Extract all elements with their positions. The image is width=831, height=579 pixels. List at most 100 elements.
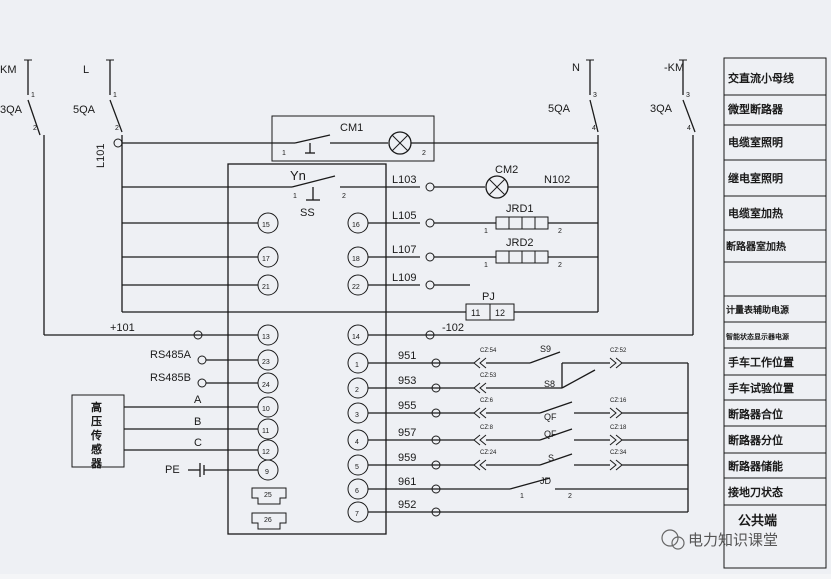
svg-text:25: 25: [264, 492, 272, 499]
svg-text:6: 6: [355, 488, 359, 495]
pj-label: PJ: [482, 291, 495, 303]
svg-text:CZ:34: CZ:34: [610, 450, 627, 456]
wire-pe: PE: [165, 464, 180, 476]
legend-row: 微型断路器: [727, 102, 784, 116]
svg-text:CZ:54: CZ:54: [480, 348, 497, 354]
svg-text:QF: QF: [544, 429, 557, 439]
aux-contacts: CZ:54 CZ:52 S9 CZ:53 S8 CZ:6 CZ:16 QF CZ…: [473, 344, 689, 512]
watermark-text: 电力知识课堂: [688, 531, 778, 549]
svg-text:13: 13: [262, 334, 270, 341]
svg-text:1: 1: [282, 150, 286, 157]
svg-text:18: 18: [352, 256, 360, 263]
svg-text:12: 12: [495, 308, 505, 318]
wire-951: 951: [398, 350, 416, 362]
legend-row: 手车工作位置: [728, 355, 794, 369]
svg-text:16: 16: [352, 222, 360, 229]
hv-sensor-box: [71, 394, 125, 468]
watermark: 电力知识课堂: [661, 529, 778, 550]
breaker-3qa-left: 3QA: [0, 104, 23, 116]
svg-text:QF: QF: [544, 412, 557, 422]
wire-952: 952: [398, 499, 416, 511]
svg-text:23: 23: [262, 359, 270, 366]
breaker-5qa-left: 5QA: [73, 104, 96, 116]
svg-text:15: 15: [262, 222, 270, 229]
svg-text:压: 压: [91, 414, 102, 428]
terminal-25: [251, 487, 287, 505]
label-km-right: -KM: [664, 62, 684, 74]
svg-text:4: 4: [687, 125, 691, 132]
label-n: N: [572, 62, 580, 74]
svg-text:1: 1: [520, 493, 524, 500]
wire-rs485a: RS485A: [150, 349, 192, 361]
terminal-26: [251, 512, 287, 530]
svg-text:5: 5: [355, 464, 359, 471]
svg-text:S: S: [548, 453, 554, 463]
svg-text:2: 2: [558, 262, 562, 269]
legend-row: 计量表辅助电源: [726, 304, 789, 316]
wire-953: 953: [398, 375, 416, 387]
terminal-15: [257, 212, 279, 234]
legend-row: 断路器分位: [728, 433, 783, 447]
svg-text:CZ:18: CZ:18: [610, 425, 627, 431]
left-terminal-rows: [122, 222, 258, 286]
svg-text:2: 2: [33, 125, 37, 132]
legend-row: 继电室照明: [728, 171, 783, 185]
wire-l101: L101: [95, 144, 107, 168]
breaker-5qa-left-blade: [109, 99, 123, 133]
wire-959: 959: [398, 452, 416, 464]
wire-l109: L109: [392, 272, 416, 284]
svg-text:CZ:52: CZ:52: [610, 348, 627, 354]
svg-text:CZ:6: CZ:6: [480, 398, 494, 404]
cm1-label: CM1: [340, 122, 363, 134]
svg-text:24: 24: [262, 382, 270, 389]
wire-955: 955: [398, 400, 416, 412]
svg-text:传: 传: [90, 428, 102, 442]
svg-text:1: 1: [113, 92, 117, 99]
svg-text:1: 1: [293, 193, 297, 200]
legend-table: [723, 57, 827, 569]
wire-rs485b: RS485B: [150, 372, 191, 384]
cm2-label: CM2: [495, 164, 518, 176]
svg-text:2: 2: [115, 125, 119, 132]
legend-row: 电缆室照明: [728, 135, 783, 149]
svg-text:17: 17: [262, 256, 270, 263]
wechat-icon: [661, 529, 679, 547]
ss-switch: [291, 175, 336, 188]
wire-minus-102: -102: [442, 322, 464, 334]
terminal-10: [257, 396, 279, 418]
svg-text:高: 高: [91, 400, 102, 414]
svg-text:JD: JD: [540, 476, 552, 486]
svg-text:2: 2: [568, 493, 572, 500]
svg-text:2: 2: [558, 228, 562, 235]
cm1-switch: [294, 134, 331, 144]
legend-row: 断路器室加热: [726, 240, 786, 253]
breaker-5qa-right: 5QA: [548, 103, 571, 115]
jrd2-label: JRD2: [506, 237, 534, 249]
breaker-3qa-right-blade: [682, 99, 696, 133]
svg-text:11: 11: [471, 308, 480, 318]
svg-text:B: B: [194, 416, 201, 428]
legend-row: 接地刀状态: [728, 485, 783, 499]
wire-l105: L105: [392, 210, 416, 222]
svg-text:C: C: [194, 437, 202, 449]
svg-text:2: 2: [422, 150, 426, 157]
legend-row: 交直流小母线: [728, 71, 794, 85]
svg-text:S9: S9: [540, 344, 551, 354]
jrd1-label: JRD1: [506, 203, 534, 215]
svg-text:26: 26: [264, 517, 272, 524]
label-km-left: KM: [0, 64, 17, 76]
unit-yn: Yn: [290, 168, 306, 183]
svg-text:4: 4: [592, 125, 596, 132]
wire-961: 961: [398, 476, 416, 488]
legend-row: 电缆室加热: [728, 206, 783, 220]
terminal-13: [257, 324, 279, 346]
wire-plus-101: +101: [110, 322, 135, 334]
breaker-5qa-right-blade: [589, 99, 599, 133]
svg-text:12: 12: [262, 449, 270, 456]
svg-text:2: 2: [355, 387, 359, 394]
legend-row: 断路器储能: [728, 459, 783, 473]
svg-text:1: 1: [31, 92, 35, 99]
svg-text:CZ:24: CZ:24: [480, 450, 497, 456]
breaker-3qa-right: 3QA: [650, 103, 673, 115]
